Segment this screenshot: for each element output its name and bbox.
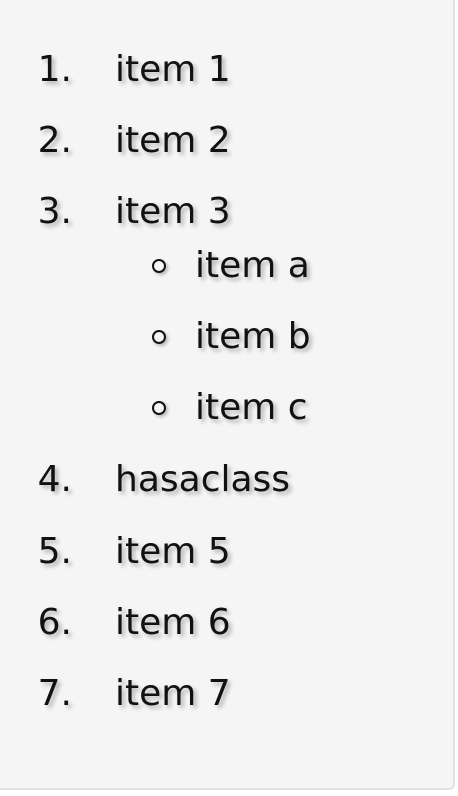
list-item-label: item 3 bbox=[115, 191, 231, 232]
nested-list-item: item b bbox=[0, 315, 450, 359]
circle-bullet-icon bbox=[152, 259, 166, 273]
list-item: 2. item 2 bbox=[0, 119, 450, 163]
list-item: 3. item 3 bbox=[0, 190, 450, 234]
list-item-number: 5. bbox=[37, 531, 72, 572]
nested-list-item-label: item a bbox=[195, 245, 310, 286]
nested-list-item: item c bbox=[0, 386, 450, 430]
list-item: 5. item 5 bbox=[0, 530, 450, 574]
list-item-label: item 5 bbox=[115, 531, 231, 572]
list-item-number: 6. bbox=[37, 602, 72, 643]
list-item-label: item 6 bbox=[115, 602, 231, 643]
list-item-number: 1. bbox=[37, 49, 72, 90]
list-item: 1. item 1 bbox=[0, 48, 450, 92]
circle-bullet-icon bbox=[152, 330, 166, 344]
list-item-number: 2. bbox=[37, 120, 72, 161]
list-item: 4. hasaclass bbox=[0, 458, 450, 502]
list-item-number: 3. bbox=[37, 191, 72, 232]
nested-list-item-label: item b bbox=[195, 316, 311, 357]
list-item-label: item 1 bbox=[115, 49, 231, 90]
list-item-label: item 7 bbox=[115, 673, 231, 714]
list-item-number: 4. bbox=[37, 459, 72, 500]
list-item-label: item 2 bbox=[115, 120, 231, 161]
list-item-number: 7. bbox=[37, 673, 72, 714]
nested-list-item-label: item c bbox=[195, 387, 308, 428]
nested-list-item: item a bbox=[0, 244, 450, 288]
list-item: 6. item 6 bbox=[0, 601, 450, 645]
list-item-label: hasaclass bbox=[115, 459, 291, 500]
list-item: 7. item 7 bbox=[0, 672, 450, 716]
circle-bullet-icon bbox=[152, 401, 166, 415]
